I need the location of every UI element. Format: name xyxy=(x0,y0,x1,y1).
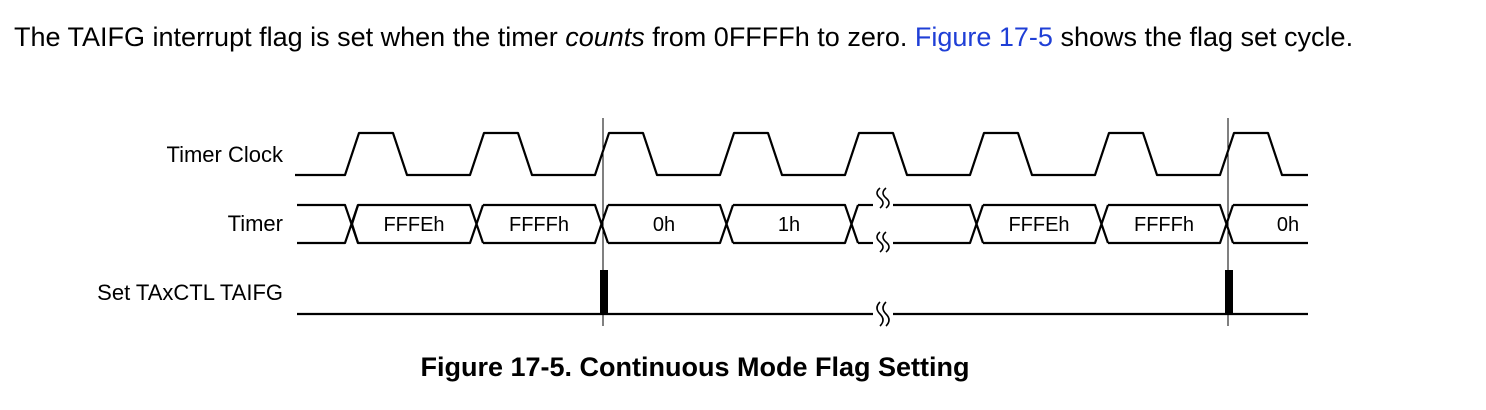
timer-bus-waveform xyxy=(297,203,1308,245)
taifg-pulse-2 xyxy=(1225,270,1233,314)
timer-value-5: FFFEh xyxy=(1008,214,1069,236)
taifg-pulse-1 xyxy=(600,270,608,314)
signal-label-timer: Timer xyxy=(228,211,283,236)
figure-caption: Figure 17-5. Continuous Mode Flag Settin… xyxy=(420,352,970,382)
taifg-break-mark xyxy=(876,301,890,327)
timing-diagram: Timer Clock Timer Set TAxCTL TAIFG xyxy=(97,118,1308,327)
timer-value-6: FFFFh xyxy=(1134,214,1194,236)
timer-value-1: FFFEh xyxy=(383,214,444,236)
signal-label-timer-clock: Timer Clock xyxy=(166,142,284,167)
body-paragraph: The TAIFG interrupt flag is set when the… xyxy=(14,20,1474,54)
timer-value-4: 1h xyxy=(778,214,800,236)
figure-link[interactable]: Figure 17-5 xyxy=(914,22,1053,52)
timer-clock-waveform xyxy=(295,131,1308,177)
timer-value-3: 0h xyxy=(653,214,675,236)
timer-break-mark xyxy=(876,187,890,253)
paragraph-text-3: shows the flag set cycle. xyxy=(1052,22,1354,52)
taifg-waveform xyxy=(297,270,1308,316)
paragraph-text-1: The TAIFG interrupt flag is set when the… xyxy=(14,22,566,52)
signal-label-taifg: Set TAxCTL TAIFG xyxy=(97,280,283,305)
paragraph-emphasis: counts xyxy=(565,22,645,52)
timer-value-2: FFFFh xyxy=(509,214,569,236)
timer-value-7: 0h xyxy=(1277,214,1299,236)
paragraph-text-2: from 0FFFFh to zero. xyxy=(644,22,915,52)
